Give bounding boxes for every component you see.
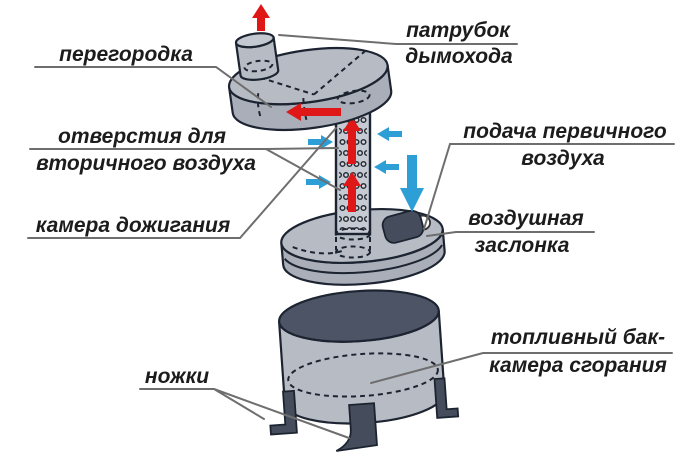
label-chimney-pipe-line2: дымохода [405, 45, 513, 68]
label-air-damper-line1: воздушная [468, 207, 584, 230]
leader-primary-air [423, 143, 675, 230]
leg-left [269, 389, 298, 436]
leg-right [433, 377, 460, 419]
barrel-inner-bottom-dashed [287, 352, 439, 398]
chimney-stub-top [234, 32, 275, 49]
tube-hidden-bottom [335, 245, 371, 259]
secondary-air-left-arrow-icon [374, 160, 399, 174]
fuel-tank-barrel [269, 289, 460, 452]
damper-disc-hidden-edge [292, 246, 344, 255]
secondary-air-left-arrow-icon [377, 127, 402, 141]
label-chimney-pipe-line1: патрубок [406, 19, 511, 42]
tube-socket-dashed-ellipse [335, 227, 371, 241]
leader-chimney-pipe [278, 34, 518, 45]
label-air-damper-line2: заслонка [475, 234, 570, 257]
leg-front [335, 402, 378, 452]
label-partition: перегородка [59, 43, 193, 66]
afterburn-chamber-tube [334, 102, 372, 236]
leader-lines [27, 34, 675, 439]
leader-fuel-tank [370, 352, 673, 384]
leader-partition [34, 66, 272, 108]
leader-afterburn-chamber [27, 127, 337, 239]
leader-secondary-air-holes [29, 147, 341, 191]
hot-gas-up-arrow-icon [343, 172, 361, 212]
hot-gas-up-arrow-icon [343, 117, 361, 164]
label-primary-air-line2: воздуха [521, 147, 605, 170]
label-secondary-air-line2: вторичного воздуха [36, 152, 256, 175]
damper-disc-rim-line [283, 244, 443, 275]
hot-gas-left-arrow-icon [286, 103, 341, 121]
label-fuel-tank-line1: топливный бак- [491, 326, 665, 349]
label-primary-air-line1: подача первичного [463, 120, 667, 143]
label-legs: ножки [145, 365, 209, 388]
damper-plate-disc [280, 208, 446, 286]
chimney-stub-hidden [243, 59, 274, 73]
leader-air-damper [426, 231, 595, 237]
air-damper [381, 209, 425, 244]
barrel-open-top [278, 289, 440, 343]
exhaust-up-arrow-icon [252, 4, 270, 31]
lid-tube-socket [336, 89, 371, 105]
label-afterburn-chamber: камера дожигания [36, 214, 230, 237]
lid-with-partition [227, 32, 393, 131]
tube-socket-hidden-lines [335, 227, 371, 259]
label-fuel-tank-line2: камера сгорания [489, 354, 667, 377]
label-secondary-air-line1: отверстия для [58, 125, 226, 148]
tube-hidden-sides [335, 237, 371, 250]
secondary-air-right-arrow-icon [306, 175, 331, 189]
primary-air-down-arrow-icon [400, 155, 424, 212]
leader-legs [139, 388, 350, 439]
